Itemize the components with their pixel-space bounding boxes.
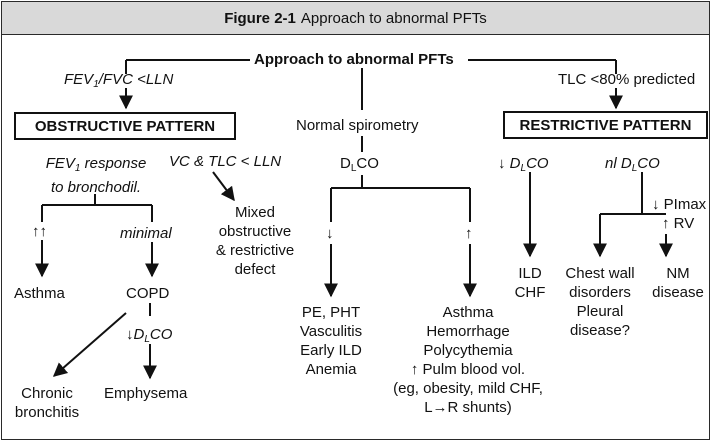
chronic-line-2: bronchitis <box>14 404 80 421</box>
fev-suffix: /FVC <LLN <box>98 71 174 88</box>
restrictive-low-co: CO <box>526 155 549 172</box>
vc-tlc-label: VC & TLC < LLN <box>169 153 282 170</box>
chronic-line-1: Chronic <box>21 385 73 402</box>
high-item-5: (eg, obesity, mild CHF, <box>393 380 543 397</box>
copd-dlco-co: CO <box>149 326 173 343</box>
high-item-3: Polycythemia <box>423 342 513 359</box>
chronic-bronchitis-label: Chronic bronchitis <box>6 384 88 422</box>
chest-wall-line-3: Pleural <box>576 303 624 320</box>
right-branch-criterion: TLC <80% predicted <box>558 71 696 88</box>
emphysema-label: Emphysema <box>104 385 188 402</box>
minimal-label: minimal <box>120 225 172 242</box>
figure-title: Approach to abnormal PFTs <box>300 9 487 27</box>
chest-wall-line-2: disorders <box>569 284 631 301</box>
high-item-4: ↑ Pulm blood vol. <box>410 361 526 378</box>
middle-dlco-d: D <box>340 155 351 172</box>
rv-label: ↑ RV <box>662 215 695 232</box>
nm-line-2: disease <box>652 284 704 301</box>
low-item-3: Early ILD <box>300 342 362 359</box>
high-item-6: L→R shunts) <box>424 399 512 416</box>
mixed-line-4: defect <box>234 261 276 278</box>
mixed-line-1: Mixed <box>234 204 275 221</box>
restrictive-nl-sub: L <box>631 163 638 174</box>
low-item-4: Anemia <box>305 361 357 378</box>
low-item-2: Vasculitis <box>299 323 363 340</box>
copd-label: COPD <box>126 285 170 302</box>
high-item-1: Asthma <box>442 304 494 321</box>
middle-dlco-sub: L <box>350 163 357 174</box>
low-item-1: PE, PHT <box>301 304 361 321</box>
chest-wall-line-4: disease? <box>569 322 631 339</box>
figure-title-bar: Figure 2-1 Approach to abnormal PFTs <box>2 2 709 35</box>
restrictive-nl-d: D <box>620 155 632 172</box>
fev-response-label: FEV1 response to bronchodil. <box>40 154 152 197</box>
normal-down-arrow: ↓ <box>326 225 334 242</box>
restrictive-low-sub: L <box>520 163 527 174</box>
restrictive-pattern-box: RESTRICTIVE PATTERN <box>503 111 708 139</box>
high-item-2: Hemorrhage <box>426 323 510 340</box>
fev-response-sub: 1 <box>74 163 81 174</box>
nm-disease-label: NM disease <box>646 264 710 302</box>
obstructive-pattern-box: OBSTRUCTIVE PATTERN <box>14 112 236 140</box>
mixed-line-2: obstructive <box>218 223 292 240</box>
middle-dlco-label: DLCO <box>340 154 379 178</box>
root-label: Approach to abnormal PFTs <box>254 51 454 68</box>
asthma-obstructive: Asthma <box>14 285 65 302</box>
ild-chf-label: ILD CHF <box>510 264 550 302</box>
double-up-arrow: ↑↑ <box>32 223 47 240</box>
low-dlco-list: PE, PHT Vasculitis Early ILD Anemia <box>281 303 381 379</box>
restrictive-low-arrow: ↓ <box>498 155 506 172</box>
chf-label: CHF <box>514 284 546 301</box>
fev-response-prefix: FEV <box>45 155 75 172</box>
restrictive-low-dlco: ↓ DLCO <box>498 154 549 178</box>
restrictive-nl-dlco: nl DLCO <box>605 154 660 178</box>
chest-wall-line-1: Chest wall <box>565 265 635 282</box>
mixed-defect-label: Mixed obstructive & restrictive defect <box>200 203 310 279</box>
copd-dlco-arrow: ↓ <box>126 326 134 343</box>
normal-spirometry-label: Normal spirometry <box>296 117 419 134</box>
fev-response-line2: to bronchodil. <box>50 179 142 196</box>
fev-prefix: FEV <box>64 71 94 88</box>
normal-up-arrow: ↑ <box>465 225 473 242</box>
restrictive-low-d: D <box>509 155 521 172</box>
copd-dlco-label: ↓DLCO <box>126 325 172 349</box>
pimax-label: ↓ PImax <box>652 196 707 213</box>
restrictive-nl-co: CO <box>637 155 660 172</box>
figure-label: Figure 2-1 <box>224 9 296 27</box>
left-branch-criterion: FEV1/FVC <LLN <box>64 70 173 94</box>
restrictive-nl-prefix: nl <box>605 155 617 172</box>
chest-wall-label: Chest wall disorders Pleural disease? <box>558 264 642 340</box>
nm-line-1: NM <box>666 265 690 282</box>
ild-label: ILD <box>518 265 542 282</box>
high-dlco-list: Asthma Hemorrhage Polycythemia ↑ Pulm bl… <box>380 303 556 417</box>
mixed-line-3: & restrictive <box>215 242 295 259</box>
fev-response-suffix: response <box>80 155 147 172</box>
copd-dlco-d: D <box>133 326 145 343</box>
fev-sub: 1 <box>93 79 99 90</box>
copd-dlco-sub: L <box>144 334 150 345</box>
middle-dlco-co: CO <box>356 155 379 172</box>
